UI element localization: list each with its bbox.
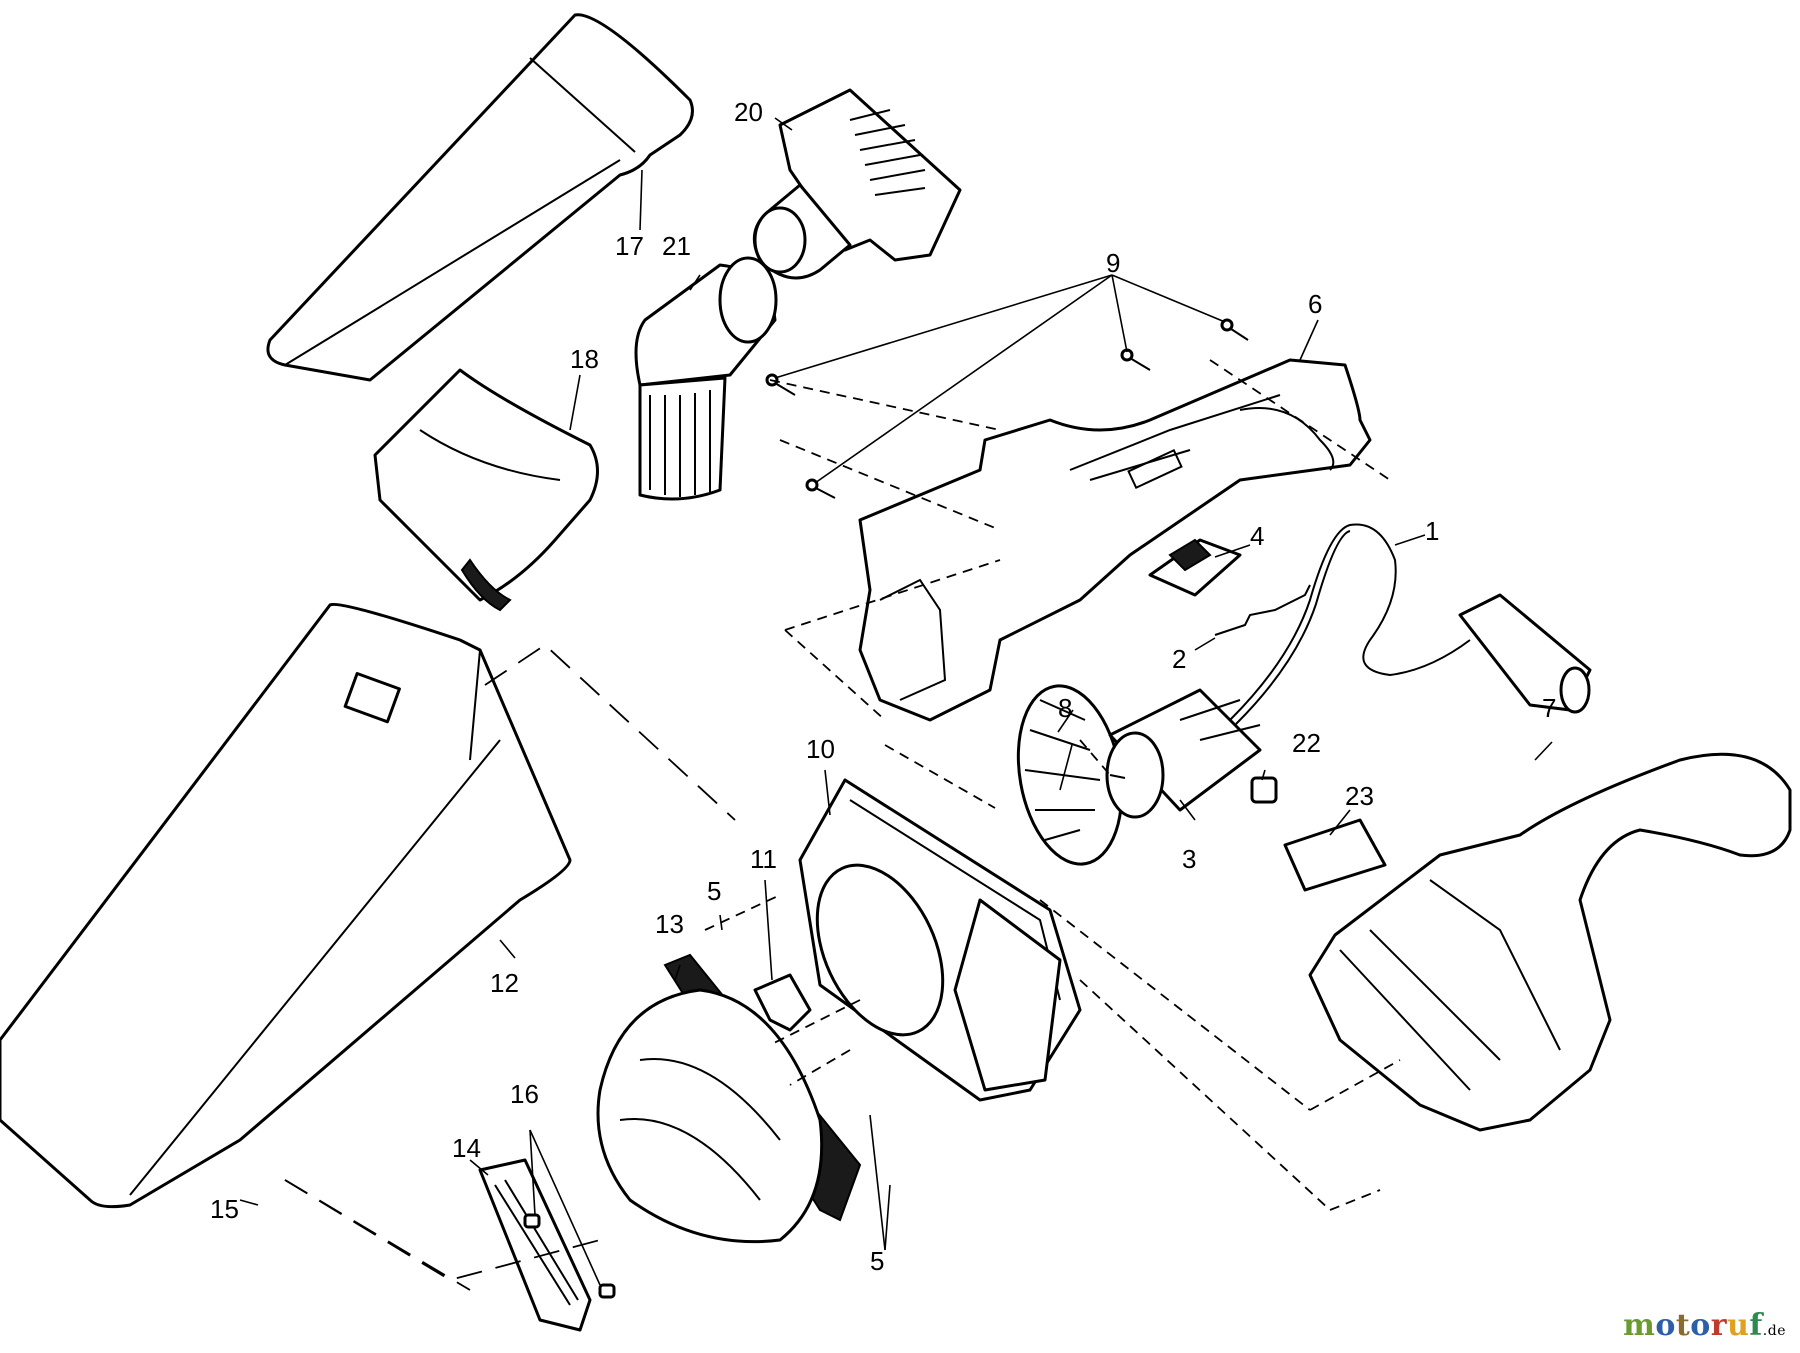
callout-1: 1	[1425, 516, 1439, 546]
part-contact-strip	[1214, 584, 1311, 636]
watermark-text: motoruf	[1623, 1308, 1763, 1343]
callout-5a: 5	[707, 876, 721, 906]
part-filter-housing	[798, 778, 1082, 1102]
part-fan	[1016, 684, 1124, 866]
callout-15: 15	[210, 1194, 239, 1224]
watermark-suffix: .de	[1762, 1323, 1786, 1339]
part-22-cap	[1250, 776, 1278, 804]
part-clip	[753, 973, 812, 1032]
callout-11: 11	[750, 844, 777, 874]
callout-12: 12	[490, 968, 519, 998]
callout-22: 22	[1292, 728, 1321, 758]
callout-21: 21	[662, 231, 691, 261]
callout-8: 8	[1058, 693, 1072, 723]
callout-14: 14	[452, 1133, 481, 1163]
callout-9: 9	[1106, 248, 1120, 278]
part-brush-adapter	[752, 88, 962, 280]
part-crevice-tool	[266, 13, 694, 382]
callout-20: 20	[734, 97, 763, 127]
callout-5b: 5	[870, 1246, 884, 1276]
part-23-label	[1283, 818, 1387, 892]
part-upholstery-tool	[373, 368, 599, 612]
callout-4: 4	[1250, 521, 1264, 551]
part-power-cord	[1229, 523, 1592, 725]
part-16-pins	[523, 1213, 616, 1299]
callout-23: 23	[1345, 781, 1374, 811]
assembly-alignment-lines	[284, 359, 1401, 1291]
part-motor	[1105, 688, 1262, 819]
callout-16: 16	[510, 1079, 539, 1109]
callout-6: 6	[1308, 289, 1322, 319]
part-screws-9	[765, 318, 1249, 499]
part-upper-housing	[858, 358, 1372, 722]
callout-10: 10	[806, 734, 835, 764]
callout-7: 7	[1542, 693, 1556, 723]
leader-lines	[239, 117, 1553, 1286]
part-switch	[1148, 538, 1242, 597]
callout-labels: 1 2 3 4 5 5 6 7 8 9 10 11 12 13 14 15 16…	[210, 97, 1556, 1276]
part-rear-handle	[1308, 752, 1792, 1132]
callout-3: 3	[1182, 844, 1196, 874]
part-14-plate	[478, 1158, 592, 1332]
callout-2: 2	[1172, 644, 1186, 674]
callout-17: 17	[615, 231, 644, 261]
part-dusting-brush	[634, 256, 778, 501]
callout-18: 18	[570, 344, 599, 374]
callout-13: 13	[655, 909, 684, 939]
part-dirt-filter	[596, 953, 862, 1244]
part-bowl	[0, 602, 572, 1209]
site-watermark: motoruf.de	[1623, 1308, 1786, 1343]
